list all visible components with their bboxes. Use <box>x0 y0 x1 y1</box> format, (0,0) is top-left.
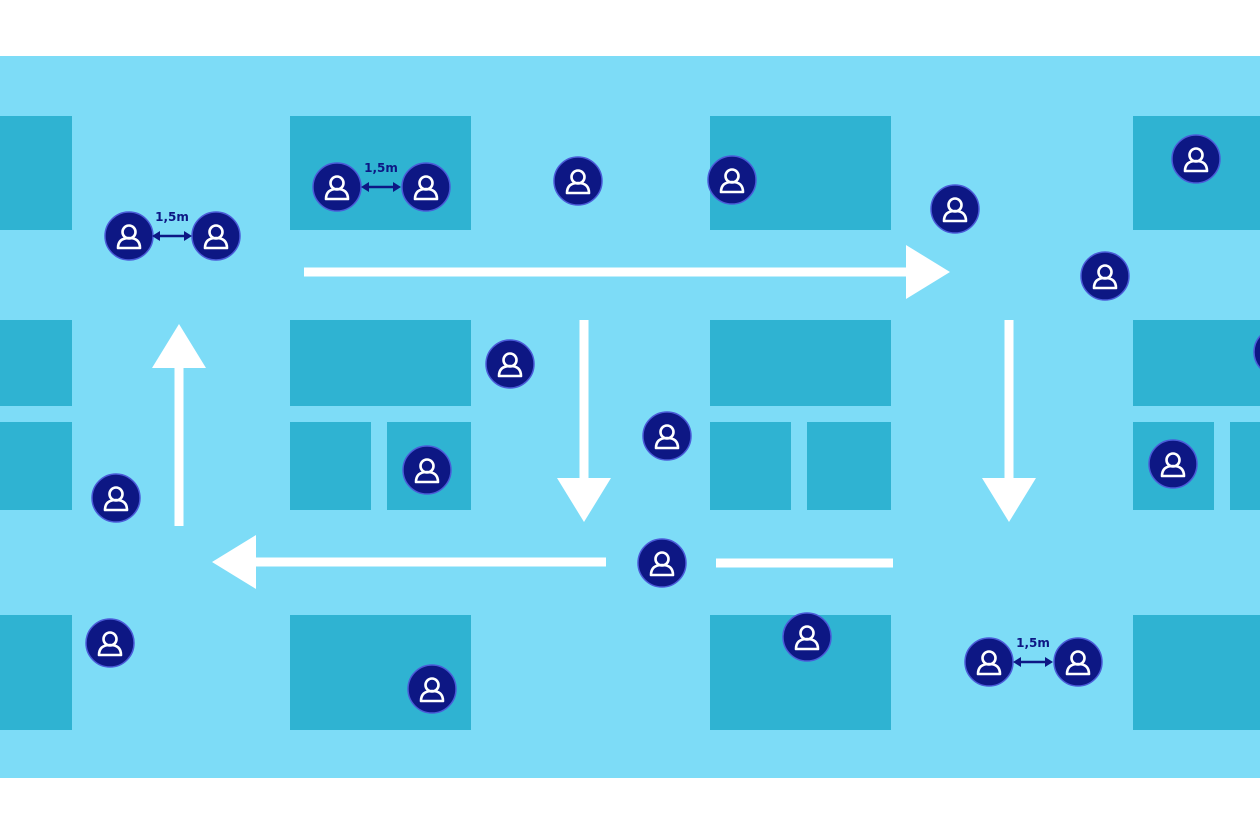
shelf-7 <box>290 422 371 510</box>
shelf-18 <box>1230 422 1260 510</box>
people <box>85 134 1260 714</box>
distance-markers: 1,5m 1,5m 1,5m <box>152 161 1053 667</box>
shelf-4 <box>0 615 72 730</box>
shelf-3 <box>0 422 72 510</box>
person-icon <box>553 156 603 206</box>
person-icon <box>85 618 135 668</box>
person-icon <box>485 339 535 389</box>
shelf-13 <box>807 422 891 510</box>
shelf-1 <box>0 116 72 230</box>
distance-label: 1,5m <box>155 210 189 224</box>
person-icon <box>637 538 687 588</box>
person-icon <box>1148 439 1198 489</box>
double-arrow-icon <box>1013 657 1053 667</box>
person-icon <box>642 411 692 461</box>
double-arrow-icon <box>361 182 401 192</box>
arrow-right-top <box>304 245 950 299</box>
person-icon <box>1171 134 1221 184</box>
person-icon <box>1080 251 1130 301</box>
person-icon <box>1053 637 1103 687</box>
shelf-19 <box>1133 615 1260 730</box>
shelf-16 <box>1133 320 1260 406</box>
person-icon <box>402 445 452 495</box>
distance-marker-2: 1,5m <box>361 161 401 192</box>
floor-area <box>0 56 1260 778</box>
person-icon <box>930 184 980 234</box>
person-icon <box>707 155 757 205</box>
person-icon <box>104 211 154 261</box>
person-icon <box>964 637 1014 687</box>
person-icon <box>407 664 457 714</box>
person-icon <box>1253 335 1260 369</box>
arrow-down-center <box>557 320 611 522</box>
flow-arrows <box>152 245 1036 589</box>
distance-marker-3: 1,5m <box>1013 636 1053 667</box>
arrow-down-right <box>982 320 1036 522</box>
arrow-up-left <box>152 324 206 526</box>
distance-label: 1,5m <box>364 161 398 175</box>
person-icon <box>401 162 451 212</box>
shelf-11 <box>710 320 891 406</box>
person-icon <box>191 211 241 261</box>
person-icon <box>91 473 141 523</box>
shelf-12 <box>710 422 791 510</box>
person-icon <box>312 162 362 212</box>
shelf-2 <box>0 320 72 406</box>
shelf-6 <box>290 320 471 406</box>
arrow-left-bottom <box>212 535 606 589</box>
distance-marker-1: 1,5m <box>152 210 192 241</box>
person-icon <box>782 612 832 662</box>
double-arrow-icon <box>152 231 192 241</box>
distance-label: 1,5m <box>1016 636 1050 650</box>
